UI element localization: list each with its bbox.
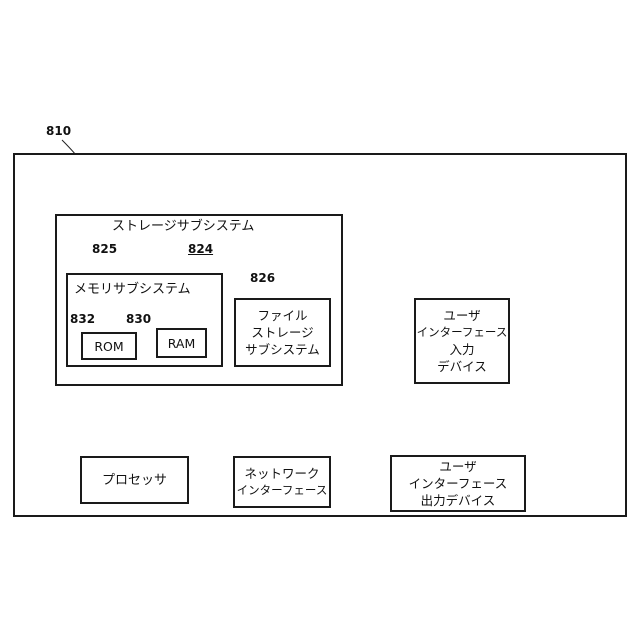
storage-subsystem-title: ストレージサブシステム — [112, 219, 254, 235]
file-storage-line3: サブシステム — [245, 341, 320, 358]
rom-box: ROM — [81, 332, 137, 360]
file-storage-line1: ファイル — [257, 307, 307, 324]
memory-subsystem-title: メモリサブシステム — [74, 282, 191, 298]
network-interface-box: ネットワーク インターフェース — [233, 456, 331, 508]
ram-box: RAM — [156, 328, 207, 358]
processor-label: プロセッサ — [102, 472, 167, 489]
ram-label: RAM — [168, 335, 196, 352]
ui-input-line1: ユーザ — [443, 307, 480, 324]
ui-output-line2: インターフェース — [409, 475, 508, 492]
processor-box: プロセッサ — [80, 456, 189, 504]
ref-832: 832 — [70, 312, 95, 326]
rom-label: ROM — [94, 338, 123, 355]
ui-input-line2: インターフェース — [417, 324, 508, 341]
ui-input-line3: 入力 — [449, 341, 474, 358]
ref-824: 824 — [188, 242, 213, 256]
network-line1: ネットワーク — [244, 465, 319, 482]
ui-output-box: ユーザ インターフェース 出力デバイス — [390, 455, 526, 512]
ref-810: 810 — [46, 124, 71, 138]
file-storage-box: ファイル ストレージ サブシステム — [234, 298, 331, 367]
ui-output-line3: 出力デバイス — [421, 492, 496, 509]
ref-825: 825 — [92, 242, 117, 256]
ui-input-line4: デバイス — [437, 358, 487, 375]
ref-826: 826 — [250, 271, 275, 285]
network-line2: インターフェース — [237, 482, 328, 499]
ui-output-line1: ユーザ — [439, 458, 476, 475]
file-storage-line2: ストレージ — [251, 324, 313, 341]
ui-input-box: ユーザ インターフェース 入力 デバイス — [414, 298, 510, 384]
ref-830: 830 — [126, 312, 151, 326]
